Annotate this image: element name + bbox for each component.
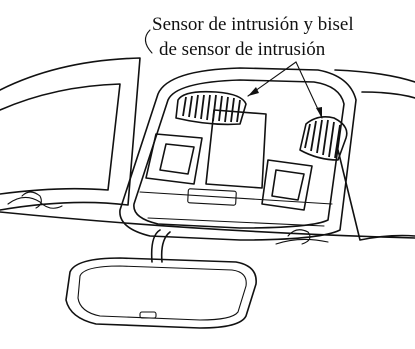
windshield-frame-left: [0, 57, 141, 211]
intrusion-sensor-right: [299, 116, 348, 161]
rearview-mirror: [65, 257, 257, 329]
center-lamp-panel: [205, 109, 267, 189]
overhead-console: [119, 67, 357, 241]
map-light-right: [261, 159, 313, 211]
mirror-stem: [150, 229, 171, 263]
callout-leaders: [144, 29, 323, 119]
callout-line-1: Sensor de intrusión y bisel: [152, 14, 354, 35]
intrusion-sensor-left: [175, 90, 247, 126]
windshield-frame-right: [275, 69, 415, 245]
map-light-left: [145, 133, 203, 185]
callout-line-2: de sensor de intrusión: [159, 39, 326, 60]
headliner-edge: [0, 211, 415, 239]
